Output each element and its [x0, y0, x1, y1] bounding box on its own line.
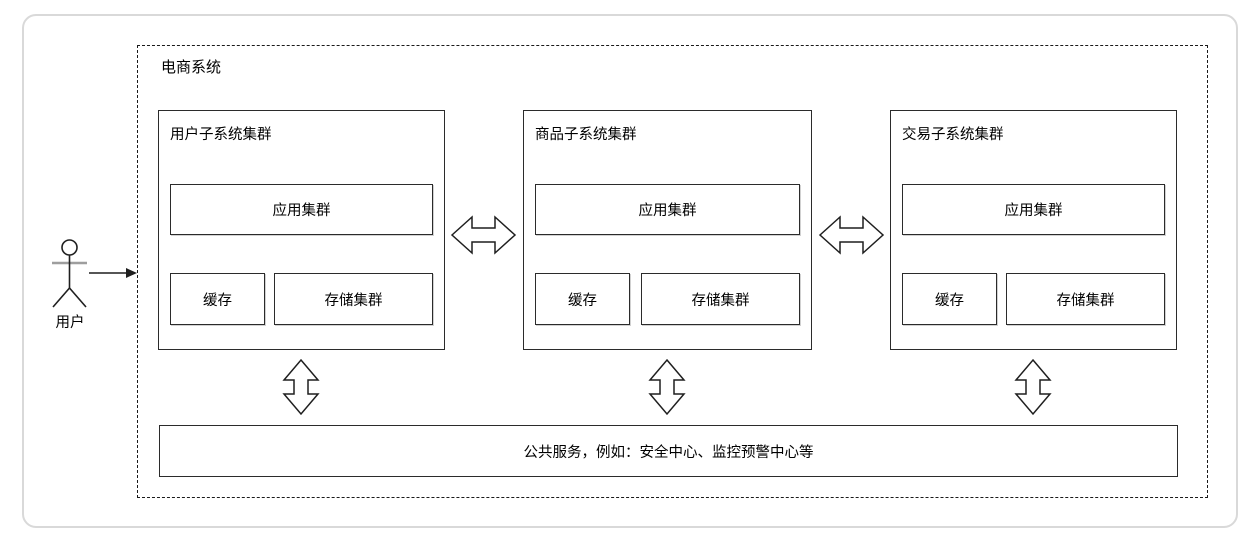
- cache-label: 缓存: [203, 292, 232, 309]
- user-actor-icon: [52, 239, 137, 308]
- common-services-label: 公共服务，例如：安全中心、监控预警中心等: [523, 444, 814, 461]
- storage-cluster-label: 存储集群: [1056, 292, 1115, 309]
- storage-cluster-box: 存储集群: [1006, 273, 1165, 325]
- cache-label: 缓存: [935, 292, 964, 309]
- system-label: 电商系统: [161, 59, 222, 76]
- app-cluster-box: 应用集群: [170, 184, 433, 235]
- storage-cluster-box: 存储集群: [274, 273, 433, 325]
- storage-cluster-box: 存储集群: [641, 273, 800, 325]
- actor-leg-right: [68, 287, 87, 308]
- cache-box: 缓存: [170, 273, 265, 325]
- app-cluster-label: 应用集群: [638, 203, 697, 219]
- cache-label: 缓存: [568, 292, 597, 309]
- subsystem-box-user: 用户子系统集群 应用集群 缓存 存储集群: [158, 110, 445, 350]
- double-arrow-vertical-icon: [648, 358, 686, 416]
- double-arrow-horizontal-icon: [818, 215, 885, 255]
- arrow-right-icon: [89, 268, 137, 278]
- actor-leg-left: [52, 287, 71, 308]
- app-cluster-box: 应用集群: [902, 184, 1165, 235]
- app-cluster-label: 应用集群: [272, 203, 331, 219]
- double-arrow-vertical-icon: [1014, 358, 1052, 416]
- subsystem-box-trade: 交易子系统集群 应用集群 缓存 存储集群: [890, 110, 1177, 350]
- storage-cluster-label: 存储集群: [691, 292, 750, 309]
- double-arrow-horizontal-icon: [450, 215, 517, 255]
- subsystem-box-product: 商品子系统集群 应用集群 缓存 存储集群: [523, 110, 812, 350]
- cache-box: 缓存: [902, 273, 997, 325]
- cache-box: 缓存: [535, 273, 630, 325]
- subsystem-title: 交易子系统集群: [902, 127, 1004, 143]
- app-cluster-box: 应用集群: [535, 184, 800, 235]
- storage-cluster-label: 存储集群: [324, 292, 383, 309]
- subsystem-title: 用户子系统集群: [170, 127, 272, 143]
- actor-head: [61, 239, 78, 256]
- common-services-box: 公共服务，例如：安全中心、监控预警中心等: [159, 425, 1178, 477]
- actor-label: 用户: [55, 315, 85, 331]
- subsystem-title: 商品子系统集群: [535, 127, 637, 143]
- double-arrow-vertical-icon: [282, 358, 320, 416]
- app-cluster-label: 应用集群: [1004, 203, 1063, 219]
